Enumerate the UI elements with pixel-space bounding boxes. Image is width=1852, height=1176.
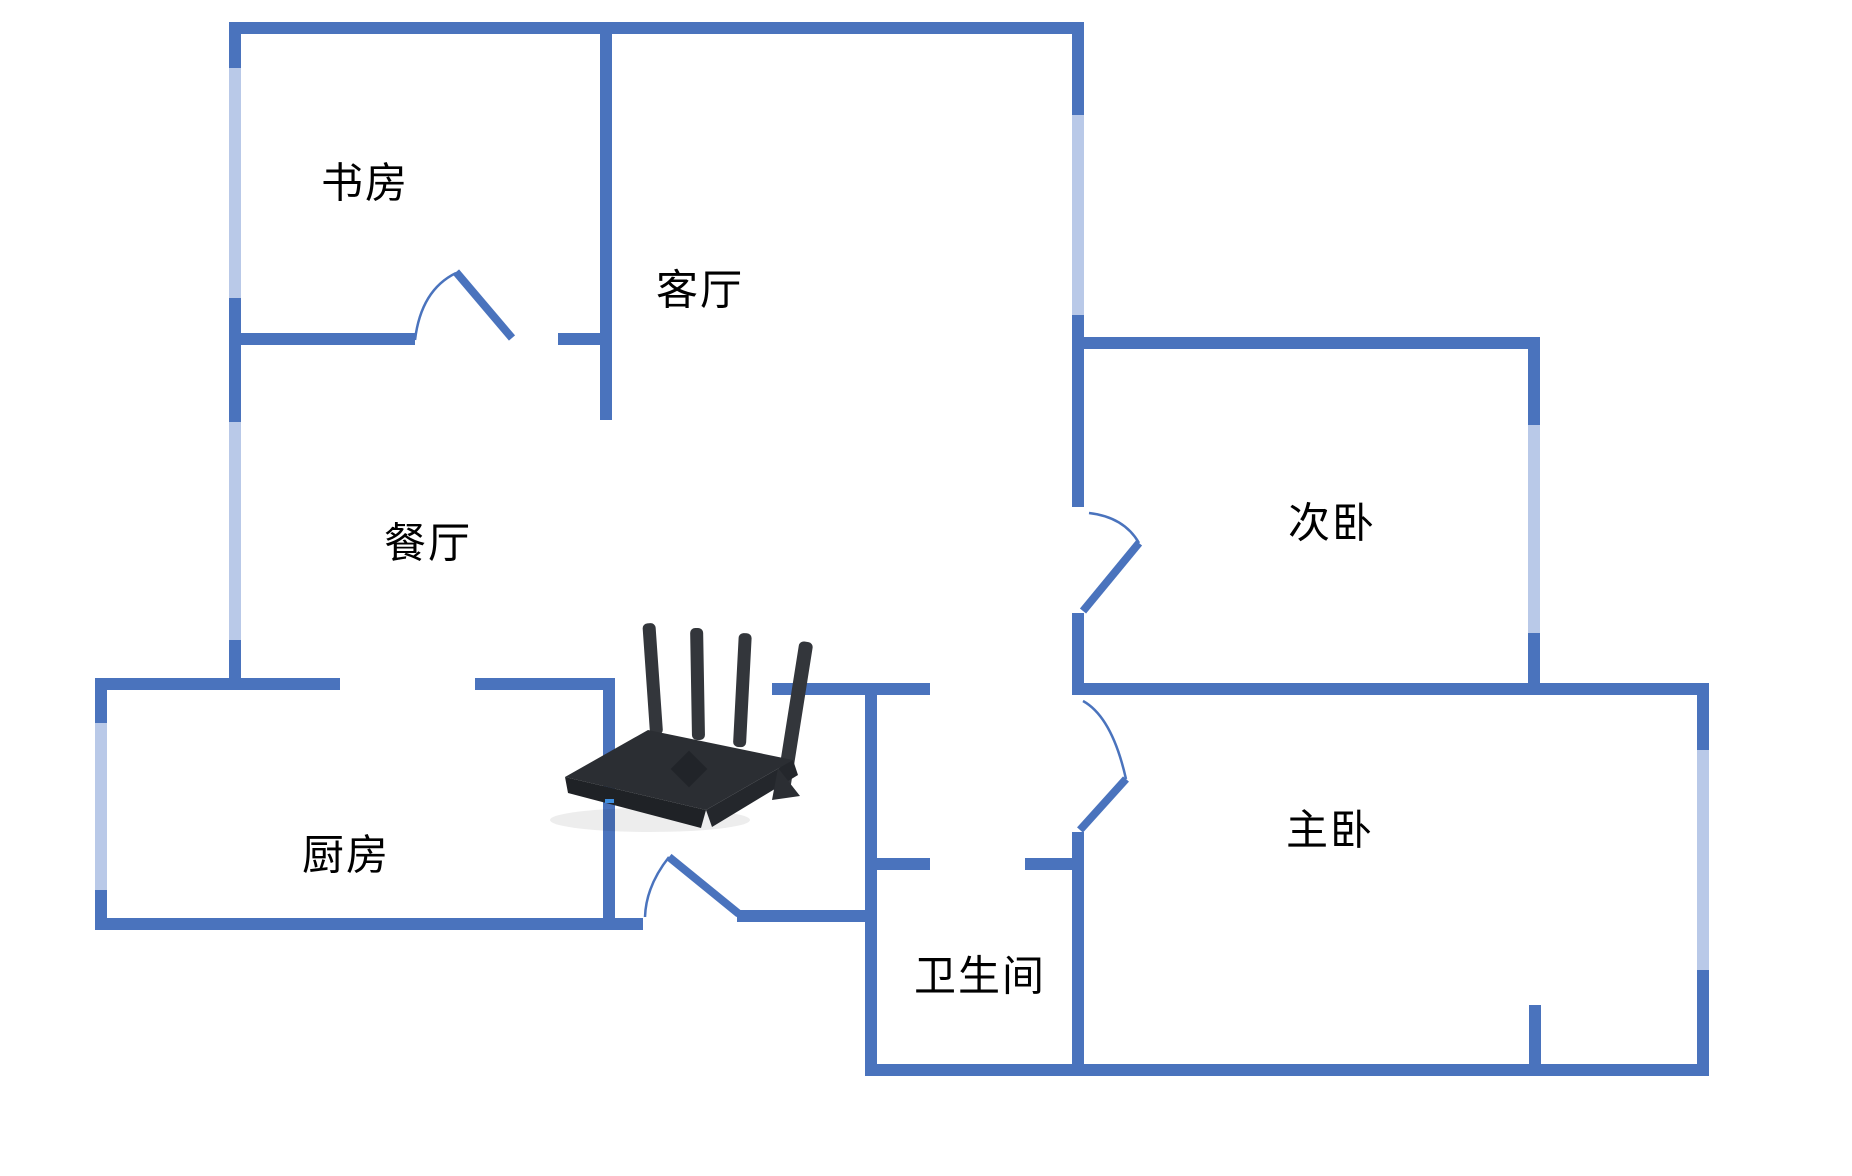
window: [1528, 425, 1540, 633]
wall: [1528, 633, 1540, 695]
wall: [95, 678, 340, 690]
router-antenna: [690, 627, 705, 741]
wall: [1072, 613, 1084, 695]
wall: [1072, 315, 1084, 507]
wall: [865, 1064, 1709, 1076]
wall: [1072, 832, 1084, 1076]
room-label-kitchen: 厨房: [301, 831, 391, 879]
wall: [877, 858, 930, 870]
window: [1697, 750, 1709, 970]
wall: [95, 678, 107, 723]
wall: [1025, 858, 1072, 870]
wall: [1084, 337, 1540, 349]
room-label-dining-room: 餐厅: [383, 519, 473, 567]
wall: [229, 640, 241, 690]
room-label-study: 书房: [320, 159, 410, 207]
room-label-bathroom: 卫生间: [913, 952, 1047, 1000]
wall: [1528, 337, 1540, 425]
router-antenna: [642, 623, 663, 736]
wall: [1697, 683, 1709, 750]
door-arc: [413, 271, 457, 341]
router-led: [605, 799, 614, 803]
window: [1072, 115, 1084, 315]
wall: [600, 22, 612, 420]
wall: [1072, 22, 1084, 115]
wall: [95, 918, 643, 930]
door-arc: [643, 856, 670, 918]
wall: [1084, 683, 1709, 695]
wall: [475, 678, 615, 690]
wall: [229, 333, 415, 345]
wall: [229, 22, 1084, 34]
router-antenna: [776, 641, 813, 793]
wall: [558, 333, 612, 345]
door-arc: [1088, 511, 1141, 544]
wifi-router-icon: [550, 623, 813, 832]
window: [229, 68, 241, 298]
room-label-second-bedroom: 次卧: [1287, 499, 1377, 547]
door-arc: [1082, 699, 1128, 780]
router-body-front: [565, 777, 706, 828]
router-logo: [670, 750, 708, 788]
router-antenna: [733, 633, 752, 748]
router-stand: [772, 768, 800, 800]
wall: [229, 298, 241, 422]
wall: [1529, 1005, 1541, 1064]
window: [95, 723, 107, 890]
wall: [865, 693, 877, 1076]
wall: [772, 683, 930, 695]
door-leaf: [1077, 776, 1129, 833]
wall: [1697, 970, 1709, 1076]
wall: [603, 690, 615, 918]
door-leaf: [1079, 540, 1143, 614]
wall: [737, 910, 877, 922]
wall: [229, 22, 241, 68]
door-leaf: [666, 853, 742, 918]
room-label-living-room: 客厅: [655, 266, 745, 314]
room-label-master-bedroom: 主卧: [1285, 806, 1375, 854]
window: [229, 422, 241, 640]
router-body-side: [706, 760, 798, 827]
door-leaf: [452, 269, 516, 341]
